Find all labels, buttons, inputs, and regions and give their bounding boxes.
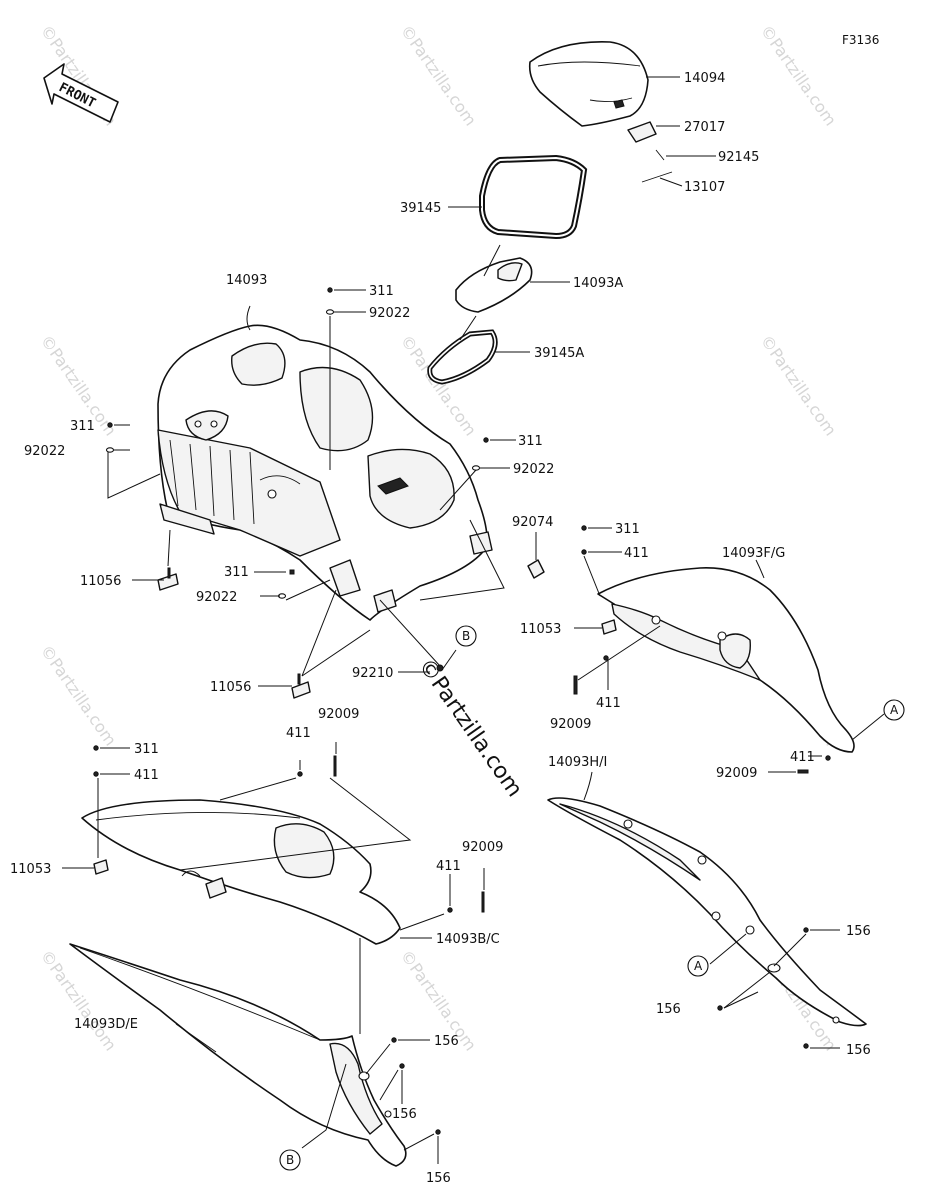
bracket-27017 (627, 121, 657, 143)
part-label: 156 (846, 1043, 871, 1058)
part-label: 311 (70, 419, 95, 434)
callout-a-lower: A (687, 955, 709, 977)
part-label: 39145 (400, 201, 441, 216)
leaders-fg (574, 527, 885, 773)
watermark-center: ©Partzilla.com (413, 654, 527, 802)
part-label: 92022 (196, 590, 237, 605)
part-label: 11056 (80, 574, 121, 589)
callout-letter-a: A (890, 703, 899, 717)
part-label: 11053 (10, 862, 51, 877)
callout-a-right: A (883, 699, 905, 721)
callout-letter-b: B (286, 1153, 294, 1167)
part-label: 311 (369, 284, 394, 299)
hardware-de (391, 1037, 441, 1135)
rod-13107 (641, 171, 673, 183)
callout-letter-b: B (462, 629, 470, 643)
main-body-14093 (157, 324, 493, 621)
part-label: 92009 (462, 840, 503, 855)
floor-panel-14093BC (81, 799, 401, 945)
callout-letter-a: A (694, 959, 703, 973)
part-label: 14093B/C (436, 932, 500, 947)
part-label: 411 (596, 696, 621, 711)
part-label: 14093D/E (74, 1017, 138, 1032)
part-label: 411 (790, 750, 815, 765)
part-label: 156 (846, 924, 871, 939)
side-rail-14093HI (547, 797, 867, 1027)
pin-92145 (655, 149, 665, 161)
watermark: ©Partzilla.com (397, 21, 480, 129)
leaders-de (175, 1023, 439, 1164)
part-label: 92009 (716, 766, 757, 781)
part-label: 92009 (550, 717, 591, 732)
watermark: ©Partzilla.com (757, 331, 840, 439)
watermark: ©Partzilla.com (37, 641, 120, 749)
part-label: 411 (624, 546, 649, 561)
leaders-hi (583, 771, 840, 1049)
part-label: 11053 (520, 622, 561, 637)
part-label: 14093H/I (548, 755, 607, 770)
callout-b-top: B (455, 625, 477, 647)
gasket-39145 (479, 154, 588, 240)
part-label: 156 (656, 1002, 681, 1017)
gasket-39145A (427, 329, 498, 385)
part-label: 92022 (513, 462, 554, 477)
part-label: 411 (286, 726, 311, 741)
part-label: 13107 (684, 180, 725, 195)
hardware-center (105, 287, 545, 699)
part-label: 156 (434, 1034, 459, 1049)
part-label: 14093 (226, 273, 267, 288)
part-labels: 14094 27017 92145 13107 39145 14093A 391… (10, 71, 871, 1186)
part-label: 92074 (512, 515, 553, 530)
part-label: 311 (134, 742, 159, 757)
part-label: 156 (392, 1107, 417, 1122)
hardware-bc (93, 745, 485, 913)
part-label: 92210 (352, 666, 393, 681)
leaders-top-right (448, 76, 716, 353)
diagram-code: F3136 (842, 33, 879, 47)
leaders-center (107, 289, 537, 687)
hardware-fg (573, 525, 831, 774)
hardware-hi (717, 927, 809, 1049)
part-label: 27017 (684, 120, 725, 135)
leaders-bc (62, 742, 485, 1034)
part-label: 411 (436, 859, 461, 874)
part-label: 411 (134, 768, 159, 783)
part-label: 14094 (684, 71, 725, 86)
grommet-92074 (527, 559, 545, 579)
part-label: 92022 (24, 444, 65, 459)
part-label: 92145 (718, 150, 759, 165)
part-label: 311 (615, 522, 640, 537)
watermark: ©Partzilla.com (757, 21, 840, 129)
part-label: 311 (224, 565, 249, 580)
hatch-cover-14094 (528, 41, 649, 127)
part-label: 14093F/G (722, 546, 785, 561)
part-label: 156 (426, 1171, 451, 1186)
part-label: 11056 (210, 680, 251, 695)
part-label: 39145A (534, 346, 584, 361)
side-panel-14093DE (69, 943, 407, 1167)
callout-b-bottom: B (279, 1149, 301, 1171)
tray-14093A (455, 257, 533, 313)
part-label: 14093A (573, 276, 623, 291)
part-label: 92009 (318, 707, 359, 722)
part-label: 311 (518, 434, 543, 449)
side-panel-14093FG (597, 567, 855, 753)
part-label: 92022 (369, 306, 410, 321)
